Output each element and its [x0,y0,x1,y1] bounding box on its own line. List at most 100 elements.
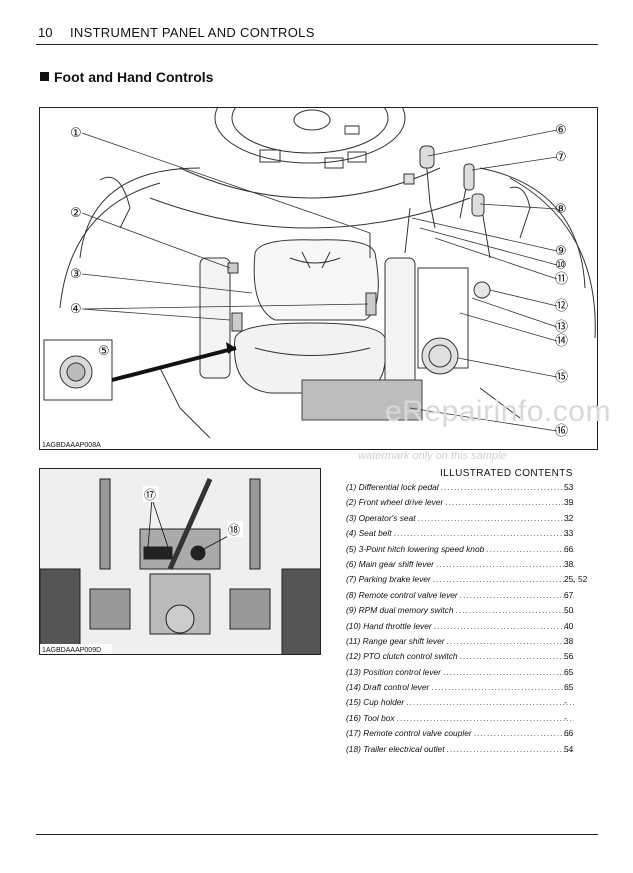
contents-page: 33 [564,528,574,539]
contents-label: (7) Parking brake lever [346,574,431,585]
contents-row: (2) Front wheel drive lever 39 [346,497,576,512]
callout-5: ⑤ [98,343,110,358]
illustrated-contents-heading: ILLUSTRATED CONTENTS [440,468,573,479]
contents-label: (5) 3-Point hitch lowering speed knob [346,543,485,554]
figure2-code: 1AGBDAAAP009D [42,647,101,654]
contents-label: (11) Range gear shift lever [346,635,445,646]
contents-label: (18) Trailer electrical outlet [346,743,445,754]
contents-page: 56 [564,651,574,662]
contents-row: (3) Operator's seat32 [346,513,576,528]
contents-row: (17) Remote control valve coupler 66 [346,728,576,743]
callout-12: ⑫ [555,298,568,313]
callout-1: ① [70,125,82,140]
contents-row: (16) Tool box- [346,713,576,728]
dot-leader [445,497,574,507]
contents-row: (11) Range gear shift lever 38 [346,636,576,651]
callout-16: ⑯ [555,423,568,438]
contents-label: (17) Remote control valve coupler [346,728,472,739]
dot-leader [406,697,574,707]
contents-row: (14) Draft control lever 65 [346,682,576,697]
callout-4: ④ [70,301,82,316]
figure1-code: 1AGBDAAAP008A [42,442,101,449]
contents-label: (4) Seat belt [346,528,392,539]
dot-leader [447,636,574,646]
contents-row: (15) Cup holder - [346,697,576,712]
contents-label: (2) Front wheel drive lever [346,497,444,508]
contents-page: 54 [564,743,574,754]
contents-label: (6) Main gear shift lever [346,558,434,569]
contents-page: 53 [564,482,574,492]
dot-leader [433,574,574,584]
chapter-title: INSTRUMENT PANEL AND CONTROLS [70,25,315,40]
callout-10: ⑩ [555,257,567,272]
dot-leader [447,744,574,754]
contents-row: (1) Differential lock pedal 53 [346,482,576,497]
square-bullet-icon [40,72,49,81]
watermark-note: watermark only on this sample [358,450,507,462]
contents-row: (10) Hand throttle lever 40 [346,621,576,636]
contents-page: 65 [564,666,574,677]
illustrated-contents-list: (1) Differential lock pedal 53 (2) Front w… [346,482,587,759]
contents-page: 50 [564,605,574,616]
dot-leader [486,544,574,554]
contents-row: (6) Main gear shift lever38 [346,559,576,574]
dot-leader [418,513,574,523]
callout-13: ⑬ [555,319,568,334]
contents-row: (18) Trailer electrical outlet 54 [346,744,576,759]
callout-7: ⑦ [555,149,567,164]
callout-14: ⑭ [555,333,568,348]
section-title-text: Foot and Hand Controls [54,69,214,85]
dot-leader [434,621,574,631]
callout-2: ② [70,205,82,220]
contents-page: 25, 52 [564,574,588,585]
callout-15: ⑮ [555,369,568,384]
header-rule [36,44,598,45]
dot-leader [436,559,574,569]
contents-label: (14) Draft control lever [346,682,430,693]
dot-leader [431,682,574,692]
contents-label: (1) Differential lock pedal [346,482,439,492]
contents-label: (10) Hand throttle lever [346,620,432,631]
contents-page: 66 [564,543,574,554]
contents-label: (16) Tool box [346,712,395,723]
page-number: 10 [38,25,53,40]
contents-label: (13) Position control lever [346,666,441,677]
watermark-logo: eRepairinfo.com [385,395,611,428]
callout-3: ③ [70,266,82,281]
callout-8: ⑧ [555,201,567,216]
inset-knob [43,339,237,401]
dot-leader [460,651,574,661]
rear-illustration: ⑰ ⑱ 1AGBDAAAP009D [40,469,320,654]
contents-page: 67 [564,589,574,600]
callout-18: ⑱ [228,523,240,537]
contents-row: (5) 3-Point hitch lowering speed knob 66 [346,544,576,559]
contents-label: (8) Remote control valve lever [346,589,458,600]
contents-row: (12) PTO clutch control switch 56 [346,651,576,666]
contents-page: 38 [564,635,574,646]
dot-leader [443,667,574,677]
callout-9: ⑨ [555,243,567,258]
contents-label: (12) PTO clutch control switch [346,651,458,662]
cab-illustration: ① ② ③ ④ ⑤ ⑥ ⑦ ⑧ ⑨ ⑩ ⑪ ⑫ ⑬ ⑭ ⑮ ⑯ 1AGBDAAA… [42,108,596,449]
dot-leader [456,605,574,615]
contents-page: 39 [564,497,574,508]
contents-page: 66 [564,728,574,739]
callout-17: ⑰ [144,488,156,502]
contents-row: (9) RPM dual memory switch 50 [346,605,576,620]
figure-rear-view: ⑰ ⑱ 1AGBDAAAP009D [39,468,321,655]
contents-page: 40 [564,620,574,631]
dot-leader [460,590,574,600]
figure-cab-controls: ① ② ③ ④ ⑤ ⑥ ⑦ ⑧ ⑨ ⑩ ⑪ ⑫ ⑬ ⑭ ⑮ ⑯ 1AGBDAAA… [39,107,598,450]
contents-page: 65 [564,682,574,693]
contents-row: (8) Remote control valve lever 67 [346,590,576,605]
contents-label: (15) Cup holder [346,697,405,708]
contents-page: - [564,697,567,708]
contents-row: (13) Position control lever 65 [346,667,576,682]
contents-label: (3) Operator's seat [346,512,416,523]
dot-leader [397,713,574,723]
section-title: Foot and Hand Controls [40,69,213,85]
dot-leader [394,528,574,538]
contents-label: (9) RPM dual memory switch [346,605,454,616]
contents-row: (7) Parking brake lever 25, 52 [346,574,587,589]
callout-6: ⑥ [555,122,567,137]
